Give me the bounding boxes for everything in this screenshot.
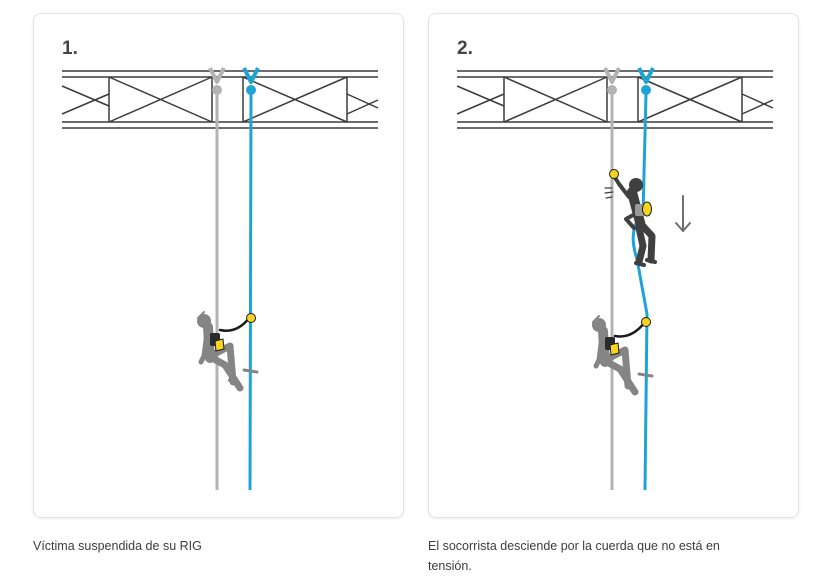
anchor-connector-icon — [603, 67, 655, 95]
step-1-number: 1. — [62, 38, 78, 59]
step-1-illustration — [61, 67, 379, 491]
rope-device-icon — [609, 169, 652, 356]
victim-figure — [592, 315, 654, 396]
step-2-caption: El socorrista desciende por la cuerda qu… — [428, 539, 720, 573]
step-1-caption: Víctima suspendida de su RIG — [33, 539, 202, 553]
descend-arrow-icon — [675, 195, 691, 232]
step-2-panel: 2. — [428, 13, 799, 518]
rescuer-figure — [604, 174, 657, 267]
step-1-panel: 1. — [33, 13, 404, 518]
anchor-connector-icon — [208, 67, 260, 95]
rope-device-icon — [214, 313, 256, 352]
free-rope — [631, 93, 649, 491]
step-2-number: 2. — [457, 38, 473, 59]
truss-beam — [456, 70, 774, 129]
free-rope — [248, 93, 253, 491]
truss-beam — [61, 70, 379, 129]
step-2-illustration — [456, 67, 774, 491]
victim-figure — [197, 311, 259, 392]
